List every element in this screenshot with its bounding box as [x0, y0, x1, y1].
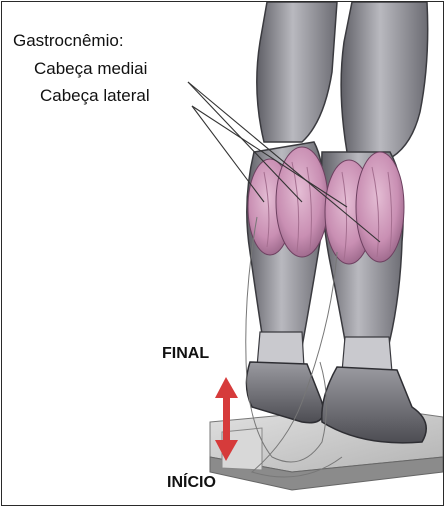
medial-head-label: Cabeça mediai — [34, 59, 147, 79]
final-label: FINAL — [162, 345, 209, 363]
left-shoe — [246, 362, 323, 423]
lateral-head-label: Cabeça lateral — [40, 86, 150, 106]
left-thigh — [257, 2, 337, 142]
inicio-label: INÍCIO — [167, 474, 216, 492]
right-thigh — [341, 2, 428, 162]
gastrocnemius-title: Gastrocnêmio: — [13, 31, 124, 51]
right-ankle — [342, 337, 392, 372]
